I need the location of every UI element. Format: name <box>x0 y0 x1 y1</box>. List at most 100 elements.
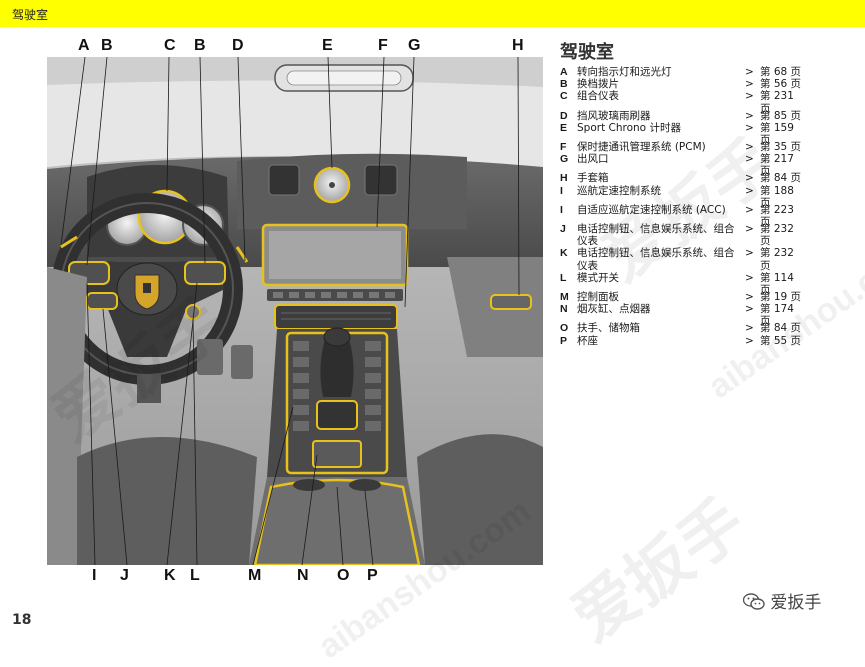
section-header-label: 驾驶室 <box>12 8 49 22</box>
legend-text: 自适应巡航定速控制系统 (ACC) <box>577 203 726 216</box>
legend-text: 挡风玻璃雨刷器 <box>577 109 651 122</box>
legend-item: F 保时捷通讯管理系统 (PCM) > 第 35 页 <box>560 141 805 153</box>
legend-arrow: > <box>745 223 754 236</box>
legend-arrow: > <box>745 322 754 335</box>
legend-text: 控制面板 <box>577 291 619 304</box>
legend-key: O <box>560 322 569 335</box>
legend-key: P <box>560 334 568 347</box>
callout-letter: M <box>248 567 262 584</box>
legend-key: H <box>560 172 568 185</box>
legend-text: 出风口 <box>577 153 609 166</box>
legend-item: J 电话控制钮、信息娱乐系统、组合仪表 > 第 232 页 <box>560 223 805 247</box>
page-title: 驾驶室 <box>560 42 614 63</box>
legend-key: E <box>560 121 568 134</box>
legend-page-ref[interactable]: 第 114 页 <box>760 271 794 297</box>
legend-key: N <box>560 303 568 316</box>
legend-item: B 换档拨片 > 第 56 页 <box>560 78 805 90</box>
legend-text: 手套箱 <box>577 172 609 185</box>
legend-key: J <box>560 223 566 236</box>
legend-page-ref[interactable]: 第 19 页 <box>760 291 802 304</box>
callout-letter: L <box>190 567 200 584</box>
legend-item: D 挡风玻璃雨刷器 > 第 85 页 <box>560 110 805 122</box>
legend-item: C 组合仪表 > 第 231 页 <box>560 90 805 114</box>
legend-key: B <box>560 78 568 91</box>
legend-page-ref[interactable]: 第 68 页 <box>760 66 802 78</box>
callout-letter: J <box>120 567 129 584</box>
callout-letter: F <box>378 37 388 54</box>
legend-arrow: > <box>745 172 754 185</box>
legend-text: 换档拨片 <box>577 78 619 91</box>
callout-letter: A <box>78 37 90 54</box>
wechat-label: 爱扳手 <box>770 593 822 613</box>
legend-page-ref[interactable]: 第 55 页 <box>760 334 802 347</box>
legend-page-ref[interactable]: 第 84 页 <box>760 172 802 185</box>
legend-text: 电话控制钮、信息娱乐系统、组合仪表 <box>577 247 735 272</box>
legend-key: C <box>560 90 568 103</box>
legend-key: I <box>560 203 563 216</box>
legend-arrow: > <box>745 141 754 154</box>
legend-arrow: > <box>745 334 754 347</box>
legend-arrow: > <box>745 109 754 122</box>
legend-page-ref[interactable]: 第 85 页 <box>760 109 802 122</box>
legend-page-ref[interactable]: 第 174 页 <box>760 303 794 328</box>
legend-key: A <box>560 66 568 78</box>
callout-letter: K <box>164 567 176 584</box>
legend-page-ref[interactable]: 第 188 页 <box>760 184 794 209</box>
legend-text: 电话控制钮、信息娱乐系统、组合仪表 <box>577 223 735 248</box>
cockpit-illustration <box>47 57 543 565</box>
legend-page-ref[interactable]: 第 232 页 <box>760 223 794 248</box>
legend-arrow: > <box>745 303 754 316</box>
legend-arrow: > <box>745 121 754 134</box>
legend-arrow: > <box>745 66 754 78</box>
legend-page-ref[interactable]: 第 217 页 <box>760 153 794 178</box>
legend-text: Sport Chrono 计时器 <box>577 121 681 134</box>
legend-item: K 电话控制钮、信息娱乐系统、组合仪表 > 第 232 页 <box>560 247 805 271</box>
wechat-icon <box>742 593 765 610</box>
legend-arrow: > <box>745 271 754 284</box>
legend-page-ref[interactable]: 第 231 页 <box>760 90 794 115</box>
callout-letter: B <box>194 37 206 54</box>
legend-key: F <box>560 141 567 154</box>
legend-text: 杯座 <box>577 334 598 347</box>
watermark-brand: 爱扳手 <box>559 485 759 655</box>
legend-text: 保时捷通讯管理系统 (PCM) <box>577 141 706 154</box>
callout-letter: D <box>232 37 244 54</box>
legend-arrow: > <box>745 291 754 304</box>
legend-text: 模式开关 <box>577 271 619 284</box>
legend-key: I <box>560 184 563 197</box>
legend-page-ref[interactable]: 第 159 页 <box>760 121 794 147</box>
legend-page-ref[interactable]: 第 223 页 <box>760 203 794 229</box>
legend-page-ref[interactable]: 第 35 页 <box>760 141 802 154</box>
legend-arrow: > <box>745 184 754 197</box>
wechat-account: 爱扳手 <box>742 588 822 613</box>
legend-item: E Sport Chrono 计时器 > 第 159 页 <box>560 121 805 146</box>
legend-page-ref[interactable]: 第 84 页 <box>760 322 802 335</box>
legend-page-ref[interactable]: 第 232 页 <box>760 247 794 272</box>
callout-letter: I <box>92 567 97 584</box>
legend-item: M 控制面板 > 第 19 页 <box>560 291 805 303</box>
legend-item: P 杯座 > 第 55 页 <box>560 335 805 347</box>
callout-letter: B <box>101 37 113 54</box>
legend-text: 组合仪表 <box>577 90 619 103</box>
legend-text: 扶手、储物箱 <box>577 322 640 335</box>
callout-letter: O <box>337 567 350 584</box>
callout-letter: E <box>322 37 333 54</box>
legend-key: M <box>560 291 569 304</box>
legend-key: D <box>560 109 568 122</box>
callout-letter: P <box>367 567 378 584</box>
callout-letter: C <box>164 37 176 54</box>
legend-arrow: > <box>745 90 754 103</box>
callout-letter: N <box>297 567 309 584</box>
legend-arrow: > <box>745 78 754 91</box>
legend-page-ref[interactable]: 第 56 页 <box>760 78 802 91</box>
legend-arrow: > <box>745 153 754 166</box>
legend-key: K <box>560 247 568 260</box>
legend-arrow: > <box>745 247 754 260</box>
